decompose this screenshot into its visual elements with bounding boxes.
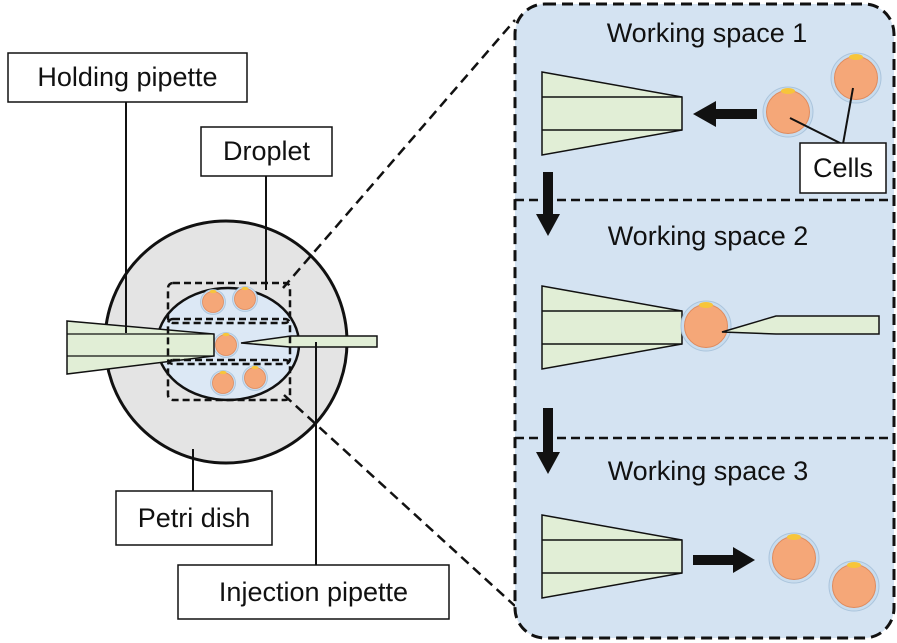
working-space-2: Working space 2 [541,221,880,370]
label-holding-pipette-text: Holding pipette [37,62,217,92]
injected-cell [828,560,880,612]
injection-pipette-ws2 [721,315,880,335]
arrow-down-icon [536,408,560,474]
working-space-1-title: Working space 1 [607,18,808,48]
cell [762,86,814,138]
working-space-3: Working space 3 [541,456,880,612]
working-space-1: Working space 1 Cells [541,18,887,194]
zoom-line-bottom [283,394,516,607]
mini-injection-pipette [240,335,378,348]
cells-leader [842,87,854,145]
label-droplet-text: Droplet [223,136,311,166]
zoom-region-1 [166,281,292,325]
mini-cell [200,289,226,315]
label-petri-dish-text: Petri dish [138,503,251,533]
cell-being-injected [680,300,732,352]
label-cells-text: Cells [813,153,873,183]
mini-cell [213,332,239,358]
injected-cell [768,532,820,584]
zoom-line-top [282,19,516,289]
zoom-region-3 [166,358,292,402]
working-space-2-title: Working space 2 [608,221,809,251]
label-injection-pipette-text: Injection pipette [219,577,408,607]
arrow-right-icon [693,547,755,573]
zoom-region-2 [166,317,292,366]
mini-cell [242,365,268,391]
working-space-3-title: Working space 3 [608,456,809,486]
mini-holding-pipette [66,320,215,375]
dish-overview: Holding pipette Droplet Petri dish Injec… [7,19,516,620]
cells-leader [789,117,843,145]
label-cells: Cells [799,142,887,194]
arrow-down-icon [536,172,560,236]
cell [830,52,882,104]
label-injection-pipette: Injection pipette [177,564,450,620]
label-petri-dish: Petri dish [115,490,273,546]
mini-cell [210,370,236,396]
label-droplet: Droplet [200,126,333,177]
mini-cell [232,286,258,312]
working-spaces-panel: Working space 1 Cells Working space 2 [513,2,896,640]
arrow-left-icon [693,101,757,127]
label-holding-pipette: Holding pipette [7,52,248,103]
